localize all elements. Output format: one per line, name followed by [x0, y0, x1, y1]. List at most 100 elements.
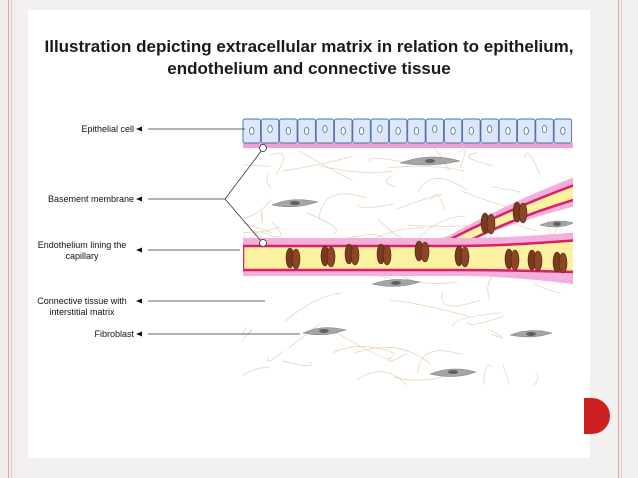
collagen-fiber: [243, 327, 247, 335]
red-blood-cell: [382, 244, 392, 266]
label-endothelium-line1: Endothelium lining the: [37, 240, 127, 250]
collagen-fiber: [319, 165, 392, 174]
red-blood-cells: [285, 201, 568, 274]
collagen-fiber: [281, 156, 353, 172]
collagen-fiber: [269, 152, 284, 176]
cell-nucleus: [560, 127, 566, 136]
label-endothelium-line2: capillary: [65, 251, 99, 261]
cell-nucleus: [487, 125, 493, 134]
collagen-fiber: [388, 165, 464, 172]
collagen-fiber: [387, 352, 408, 362]
collagen-fiber: [354, 346, 432, 366]
collagen-fiber: [533, 282, 561, 294]
collagen-fiber: [452, 312, 501, 327]
collagen-fiber: [524, 152, 541, 175]
red-blood-cell: [350, 244, 360, 266]
label-endothelium: Endothelium lining the capillary: [30, 240, 134, 262]
arrowhead: [136, 196, 142, 202]
red-blood-cell: [510, 249, 520, 271]
cell-nucleus: [377, 125, 383, 134]
collagen-fiber: [260, 210, 263, 223]
collagen-fiber: [502, 364, 511, 385]
collagen-fiber: [243, 367, 270, 376]
red-blood-cell: [326, 246, 336, 268]
red-blood-cell: [518, 202, 528, 224]
collagen-fiber: [243, 164, 271, 167]
cell-nucleus: [413, 127, 420, 136]
collagen-fiber: [243, 329, 253, 341]
collagen-fiber: [417, 350, 462, 375]
collagen-fiber: [467, 315, 504, 325]
collagen-fiber: [533, 372, 539, 385]
pointer-circle: [259, 144, 267, 152]
collagen-fiber: [243, 222, 273, 234]
collagen-fiber: [369, 157, 407, 163]
collagen-fiber: [491, 186, 521, 193]
label-fibroblast: Fibroblast: [94, 329, 134, 339]
collagen-fiber: [267, 350, 284, 362]
collagen-fiber: [243, 226, 281, 233]
basement-leader-2: [224, 198, 263, 243]
capillary-branch-lumen: [429, 184, 573, 252]
collagen-fiber: [468, 152, 493, 167]
collagen-fiber: [266, 173, 272, 189]
arrowhead: [136, 298, 142, 304]
label-epithelial-cell: Epithelial cell: [81, 124, 134, 134]
cell-nucleus: [340, 127, 346, 136]
basement-membrane: [243, 143, 573, 148]
collagen-fiber: [483, 364, 493, 385]
arrowhead: [136, 126, 142, 132]
collagen-fiber: [331, 329, 390, 360]
collagen-fiber: [396, 194, 442, 210]
collagen-fiber: [490, 330, 503, 339]
red-blood-cell: [291, 248, 301, 270]
collagen-fiber: [318, 193, 366, 220]
margin-line: [621, 0, 622, 478]
label-connective-tissue: Connective tissue with interstitial matr…: [30, 296, 134, 318]
cell-nucleus: [432, 125, 438, 134]
collagen-fiber: [547, 226, 559, 236]
cell-nucleus: [395, 127, 401, 136]
cell-nucleus: [267, 125, 273, 134]
collagen-fiber: [288, 323, 321, 349]
label-connective-line2: interstitial matrix: [49, 307, 115, 317]
cell-nucleus: [523, 127, 529, 136]
slide-canvas: [28, 10, 590, 458]
cell-nucleus: [505, 127, 511, 136]
collagen-fiber: [418, 178, 467, 192]
margin-line: [618, 0, 619, 478]
cell-nucleus: [468, 127, 474, 136]
collagen-fiber: [305, 212, 337, 234]
arrowhead: [136, 247, 142, 253]
collagen-fiber: [284, 292, 342, 322]
arrowheads: [136, 126, 142, 337]
collagen-fiber: [331, 346, 396, 354]
slide-title: Illustration depicting extracellular mat…: [44, 37, 574, 78]
cell-nucleus: [249, 127, 255, 136]
red-blood-cell: [486, 213, 496, 235]
collagen-fiber: [243, 237, 245, 265]
cell-nucleus: [450, 127, 456, 136]
cell-nucleus: [285, 127, 291, 136]
cell-nucleus: [541, 125, 548, 134]
collagen-fiber: [356, 203, 395, 208]
margin-line: [8, 0, 9, 478]
collagen-fiber: [261, 221, 282, 238]
arrowhead: [136, 331, 142, 337]
collagen-fiber: [282, 360, 312, 367]
red-blood-cell: [420, 241, 430, 263]
collagen-fiber: [459, 149, 466, 169]
collagen-fiber: [243, 199, 272, 219]
capillary-branch-wall: [420, 177, 573, 252]
cell-nucleus: [358, 127, 365, 136]
collagen-fiber: [357, 371, 407, 385]
label-connective-line1: Connective tissue with: [37, 296, 127, 306]
margin-line: [11, 0, 12, 478]
leader-lines: [148, 128, 300, 335]
epithelial-layer: [242, 118, 573, 144]
cell-nucleus: [304, 127, 310, 136]
collagen-fiber: [386, 174, 396, 188]
basement-leader: [148, 149, 263, 200]
collagen-fiber: [243, 230, 260, 244]
